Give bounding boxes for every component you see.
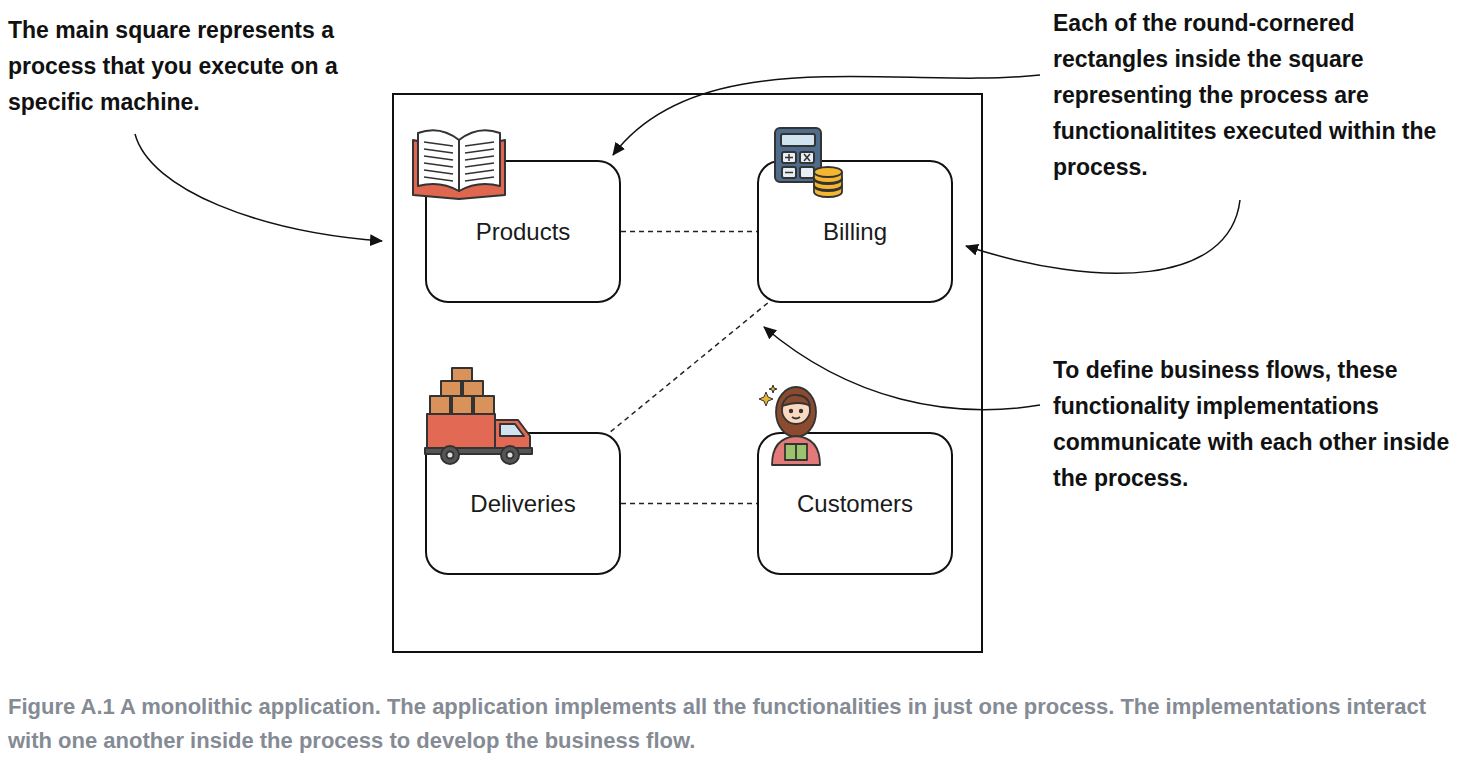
functionality-box: Products <box>425 160 621 303</box>
functionality-box: Deliveries <box>425 432 621 575</box>
callout-note: The main square represents a process tha… <box>8 12 393 120</box>
callout-note: To define business flows, these function… <box>1053 352 1465 496</box>
box-outline <box>758 433 952 574</box>
dashed-connector <box>621 503 757 505</box>
leader-line <box>966 200 1240 273</box>
outline-group <box>426 161 952 574</box>
box-label: Deliveries <box>470 490 575 518</box>
dashed-connector <box>621 231 757 233</box>
truck-icon <box>425 368 532 464</box>
box-outline <box>426 433 620 574</box>
coins-icon <box>814 167 842 197</box>
leader-line <box>135 134 382 241</box>
leader-line <box>764 327 1040 410</box>
dashed-connector <box>610 303 767 432</box>
callout-note: Each of the round-cornered rectangles in… <box>1053 5 1465 185</box>
figure-caption: Figure A.1 A monolithic application. The… <box>8 690 1463 758</box>
functionality-box: Billing <box>757 160 953 303</box>
leader-line <box>613 75 1040 155</box>
box-label: Products <box>476 218 571 246</box>
reader-icon <box>759 385 820 465</box>
box-label: Billing <box>823 218 887 246</box>
functionality-box: Customers <box>757 432 953 575</box>
box-label: Customers <box>797 490 913 518</box>
process-square <box>393 94 982 652</box>
book-icon <box>413 130 505 199</box>
edge-group <box>610 232 767 504</box>
